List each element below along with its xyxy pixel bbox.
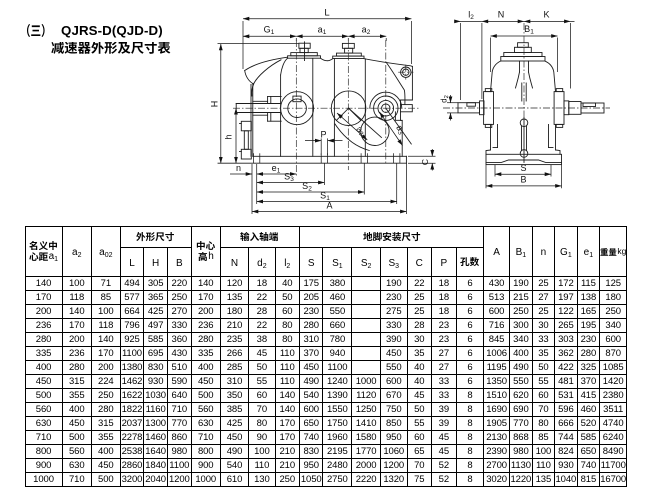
- svg-text:S1: S1: [320, 191, 330, 203]
- svg-text:B1: B1: [524, 24, 534, 36]
- svg-text:S3: S3: [284, 172, 294, 184]
- svg-text:A: A: [326, 201, 332, 211]
- svg-text:a1: a1: [318, 25, 327, 37]
- svg-text:N: N: [498, 10, 505, 20]
- svg-text:K: K: [543, 10, 549, 20]
- svg-text:G1: G1: [264, 25, 275, 37]
- svg-text:B: B: [520, 175, 526, 185]
- svg-text:e1: e1: [272, 163, 281, 175]
- svg-text:d2: d2: [439, 95, 450, 103]
- svg-text:S: S: [520, 163, 526, 173]
- svg-text:l2: l2: [468, 10, 474, 22]
- svg-text:n: n: [236, 163, 241, 173]
- svg-text:C: C: [420, 159, 430, 165]
- svg-text:S2: S2: [302, 181, 312, 193]
- svg-text:h: h: [224, 134, 234, 139]
- svg-text:a2: a2: [362, 25, 371, 37]
- svg-text:L: L: [324, 8, 329, 19]
- svg-text:P: P: [320, 129, 326, 139]
- svg-text:H: H: [209, 101, 219, 108]
